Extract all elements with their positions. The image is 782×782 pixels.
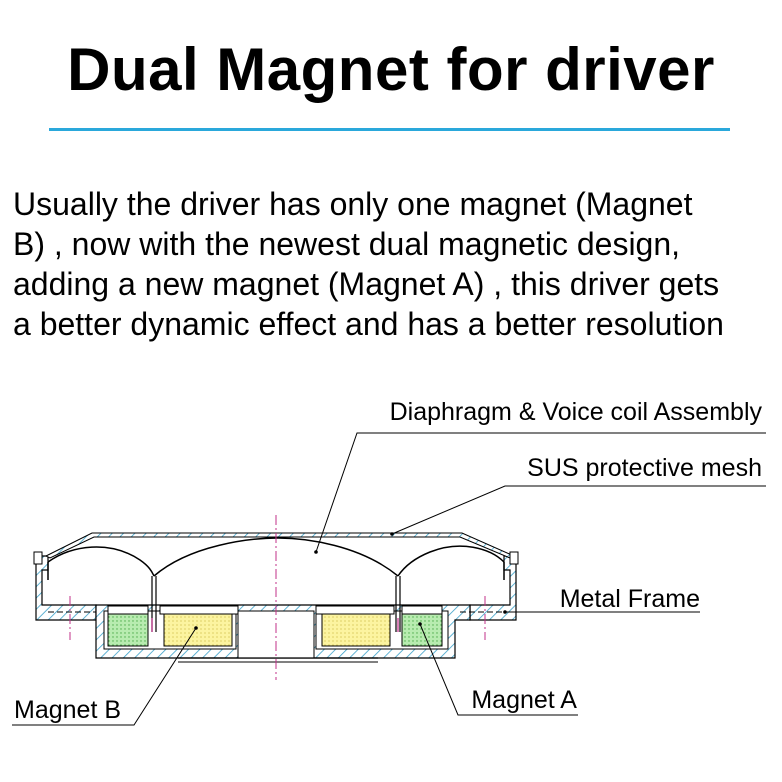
magnet-a-left: [107, 613, 149, 647]
top-plate: [107, 605, 149, 615]
frame-clip: [33, 551, 43, 565]
top-plate: [315, 605, 395, 615]
diaphragm: [47, 537, 505, 580]
magnet-b-right: [321, 613, 391, 647]
top-plate: [401, 605, 443, 615]
label-magnet-b: Magnet B: [14, 696, 121, 724]
description-line: B) , now with the newest dual magnetic d…: [13, 226, 681, 262]
description-line: Usually the driver has only one magnet (…: [13, 186, 693, 222]
voice-coil: [151, 576, 401, 632]
protective-mesh: [44, 532, 516, 559]
description-line: a better dynamic effect and has a better…: [13, 306, 724, 342]
description-text: Usually the driver has only one magnet (…: [13, 184, 782, 344]
description-line: adding a new magnet (Magnet A) , this dr…: [13, 266, 720, 302]
top-plate: [159, 605, 239, 615]
leader-lines: [12, 432, 766, 726]
frame-clip: [509, 551, 519, 565]
center-lines: [69, 515, 486, 680]
label-magnet-a: Magnet A: [471, 686, 577, 714]
label-mesh: SUS protective mesh: [527, 454, 762, 482]
title-divider: [49, 128, 730, 131]
magnet-b-left: [163, 613, 233, 647]
label-frame: Metal Frame: [560, 585, 700, 613]
page-title: Dual Magnet for driver: [67, 36, 715, 103]
label-diaphragm: Diaphragm & Voice coil Assembly: [390, 398, 763, 426]
